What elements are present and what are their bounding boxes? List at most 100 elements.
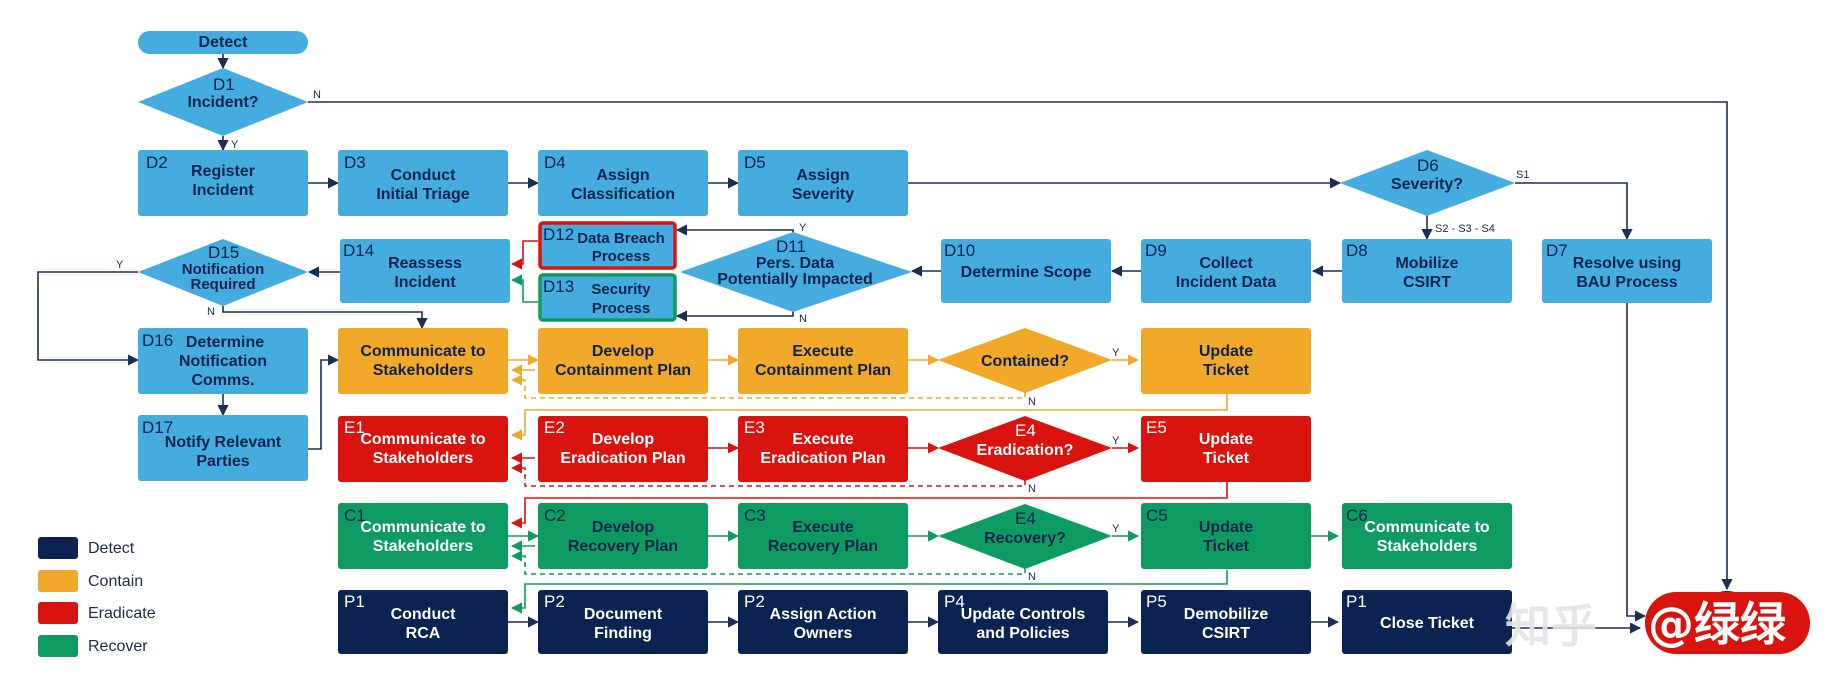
- d8-id: D8: [1346, 241, 1368, 260]
- decision-d1[interactable]: D1 Incident?: [138, 68, 308, 136]
- box-e3[interactable]: E3 Execute Eradication Plan: [738, 416, 908, 482]
- e2-l1: Develop: [592, 431, 654, 448]
- e5-id: E5: [1146, 418, 1167, 437]
- edge-d6-d7: [1515, 182, 1633, 241]
- d14-id: D14: [343, 241, 374, 260]
- box-c3[interactable]: C3 Execute Recovery Plan: [738, 503, 908, 569]
- box-d16[interactable]: D16 Determine Notification Comms.: [138, 328, 308, 394]
- label-e4-yes: Y: [1112, 435, 1120, 447]
- box-d17[interactable]: D17 Notify Relevant Parties: [138, 415, 308, 481]
- box-d9[interactable]: D9 Collect Incident Data: [1141, 239, 1311, 303]
- e2-l2: Eradication Plan: [560, 450, 685, 467]
- d2-id: D2: [146, 153, 168, 172]
- box-c2[interactable]: C2 Develop Recovery Plan: [538, 503, 708, 569]
- box-d2[interactable]: D2 Register Incident: [138, 150, 308, 216]
- d3-id: D3: [344, 153, 366, 172]
- d11-id: D11: [776, 237, 806, 256]
- box-p2[interactable]: P2 Document Finding: [538, 590, 708, 654]
- box-p6[interactable]: P1 Close Ticket: [1342, 590, 1512, 654]
- label-d15-no: N: [207, 306, 215, 318]
- decision-d6[interactable]: D6 Severity?: [1340, 150, 1515, 216]
- c3-l1: Execute: [792, 519, 853, 536]
- start-node[interactable]: Detect: [138, 31, 308, 54]
- c5-l1: Update: [1199, 519, 1253, 536]
- box-d14[interactable]: D14 Reassess Incident: [340, 239, 510, 303]
- decision-k4[interactable]: Contained?: [938, 328, 1112, 393]
- p4-l1: Update Controls: [961, 606, 1086, 623]
- d9-l1: Collect: [1199, 255, 1253, 272]
- label-s234: S2 - S3 - S4: [1435, 223, 1495, 235]
- box-p5[interactable]: P5 Demobilize CSIRT: [1141, 590, 1311, 654]
- d2-l2: Incident: [192, 182, 254, 199]
- box-e2[interactable]: E2 Develop Eradication Plan: [538, 416, 708, 482]
- box-p3[interactable]: P2 Assign Action Owners: [738, 590, 908, 654]
- label-d1-no: N: [313, 89, 321, 101]
- d1-id: D1: [213, 75, 235, 94]
- d4-l1: Assign: [596, 167, 649, 184]
- p1-l1: Conduct: [391, 606, 457, 623]
- c4-id: E4: [1015, 509, 1036, 528]
- label-c4-no: N: [1028, 571, 1036, 583]
- label-k4-no: N: [1028, 396, 1036, 408]
- k1-l1: Communicate to: [360, 343, 486, 360]
- legend-item-detect: Detect: [38, 537, 135, 559]
- p2-id: P2: [544, 592, 565, 611]
- label-c4-yes: Y: [1112, 523, 1120, 535]
- p3-l2: Owners: [794, 625, 853, 642]
- c5-l2: Ticket: [1203, 538, 1250, 555]
- c3-l2: Recovery Plan: [768, 538, 878, 555]
- e2-id: E2: [544, 418, 565, 437]
- box-p4[interactable]: P4 Update Controls and Policies: [938, 590, 1108, 654]
- legend-label-detect: Detect: [88, 540, 135, 557]
- box-d13[interactable]: D13 Security Process: [538, 273, 677, 322]
- box-k5[interactable]: Update Ticket: [1141, 328, 1311, 394]
- p6-id: P1: [1346, 592, 1367, 611]
- box-d8[interactable]: D8 Mobilize CSIRT: [1342, 239, 1512, 303]
- label-s1: S1: [1516, 169, 1529, 181]
- label-e4-no: N: [1028, 483, 1036, 495]
- d5-l2: Severity: [792, 186, 854, 203]
- c2-id: C2: [544, 506, 566, 525]
- box-d5[interactable]: D5 Assign Severity: [738, 150, 908, 216]
- box-c6[interactable]: C6 Communicate to Stakeholders: [1342, 503, 1512, 569]
- d17-id: D17: [142, 418, 173, 437]
- end-node[interactable]: [1645, 591, 1810, 654]
- box-d10[interactable]: D10 Determine Scope: [941, 239, 1111, 303]
- d9-id: D9: [1145, 241, 1167, 260]
- box-k2[interactable]: Develop Containment Plan: [538, 328, 708, 394]
- decision-d15[interactable]: D15 Notification Required: [138, 239, 308, 306]
- d1-label: Incident?: [187, 94, 258, 111]
- d6-label: Severity?: [1391, 176, 1463, 193]
- box-c1[interactable]: C1 Communicate to Stakeholders: [338, 503, 508, 569]
- box-k3[interactable]: Execute Containment Plan: [738, 328, 908, 394]
- box-e5[interactable]: E5 Update Ticket: [1141, 416, 1311, 482]
- d3-l1: Conduct: [391, 167, 457, 184]
- c1-l2: Stakeholders: [373, 538, 474, 555]
- d7-l1: Resolve using: [1573, 255, 1681, 272]
- e5-l2: Ticket: [1203, 450, 1250, 467]
- box-e1[interactable]: E1 Communicate to Stakeholders: [338, 416, 508, 482]
- box-p1[interactable]: P1 Conduct RCA: [338, 590, 508, 654]
- k3-l1: Execute: [792, 343, 853, 360]
- edge-d15-d16: [37, 271, 140, 366]
- label-d15-yes: Y: [116, 259, 124, 271]
- decision-e4[interactable]: E4 Eradication?: [938, 416, 1112, 481]
- decision-c4[interactable]: E4 Recovery?: [938, 504, 1112, 569]
- edge-d15-comm: [222, 306, 428, 330]
- legend-label-contain: Contain: [88, 573, 143, 590]
- decision-d11[interactable]: D11 Pers. Data Potentially Impacted: [680, 232, 912, 312]
- e1-l2: Stakeholders: [373, 450, 474, 467]
- box-d3[interactable]: D3 Conduct Initial Triage: [338, 150, 508, 216]
- box-k1[interactable]: Communicate to Stakeholders: [338, 328, 508, 394]
- e3-l2: Eradication Plan: [760, 450, 885, 467]
- box-d7[interactable]: D7 Resolve using BAU Process: [1542, 239, 1712, 303]
- k5-l2: Ticket: [1203, 362, 1250, 379]
- d14-l1: Reassess: [388, 255, 462, 272]
- d15-l1: Notification: [182, 261, 265, 278]
- box-d12[interactable]: D12 Data Breach Process: [538, 221, 677, 270]
- box-c5[interactable]: C5 Update Ticket: [1141, 503, 1311, 569]
- d7-id: D7: [1546, 241, 1568, 260]
- e4-id: E4: [1015, 421, 1036, 440]
- d10-id: D10: [944, 241, 975, 260]
- box-d4[interactable]: D4 Assign Classification: [538, 150, 708, 216]
